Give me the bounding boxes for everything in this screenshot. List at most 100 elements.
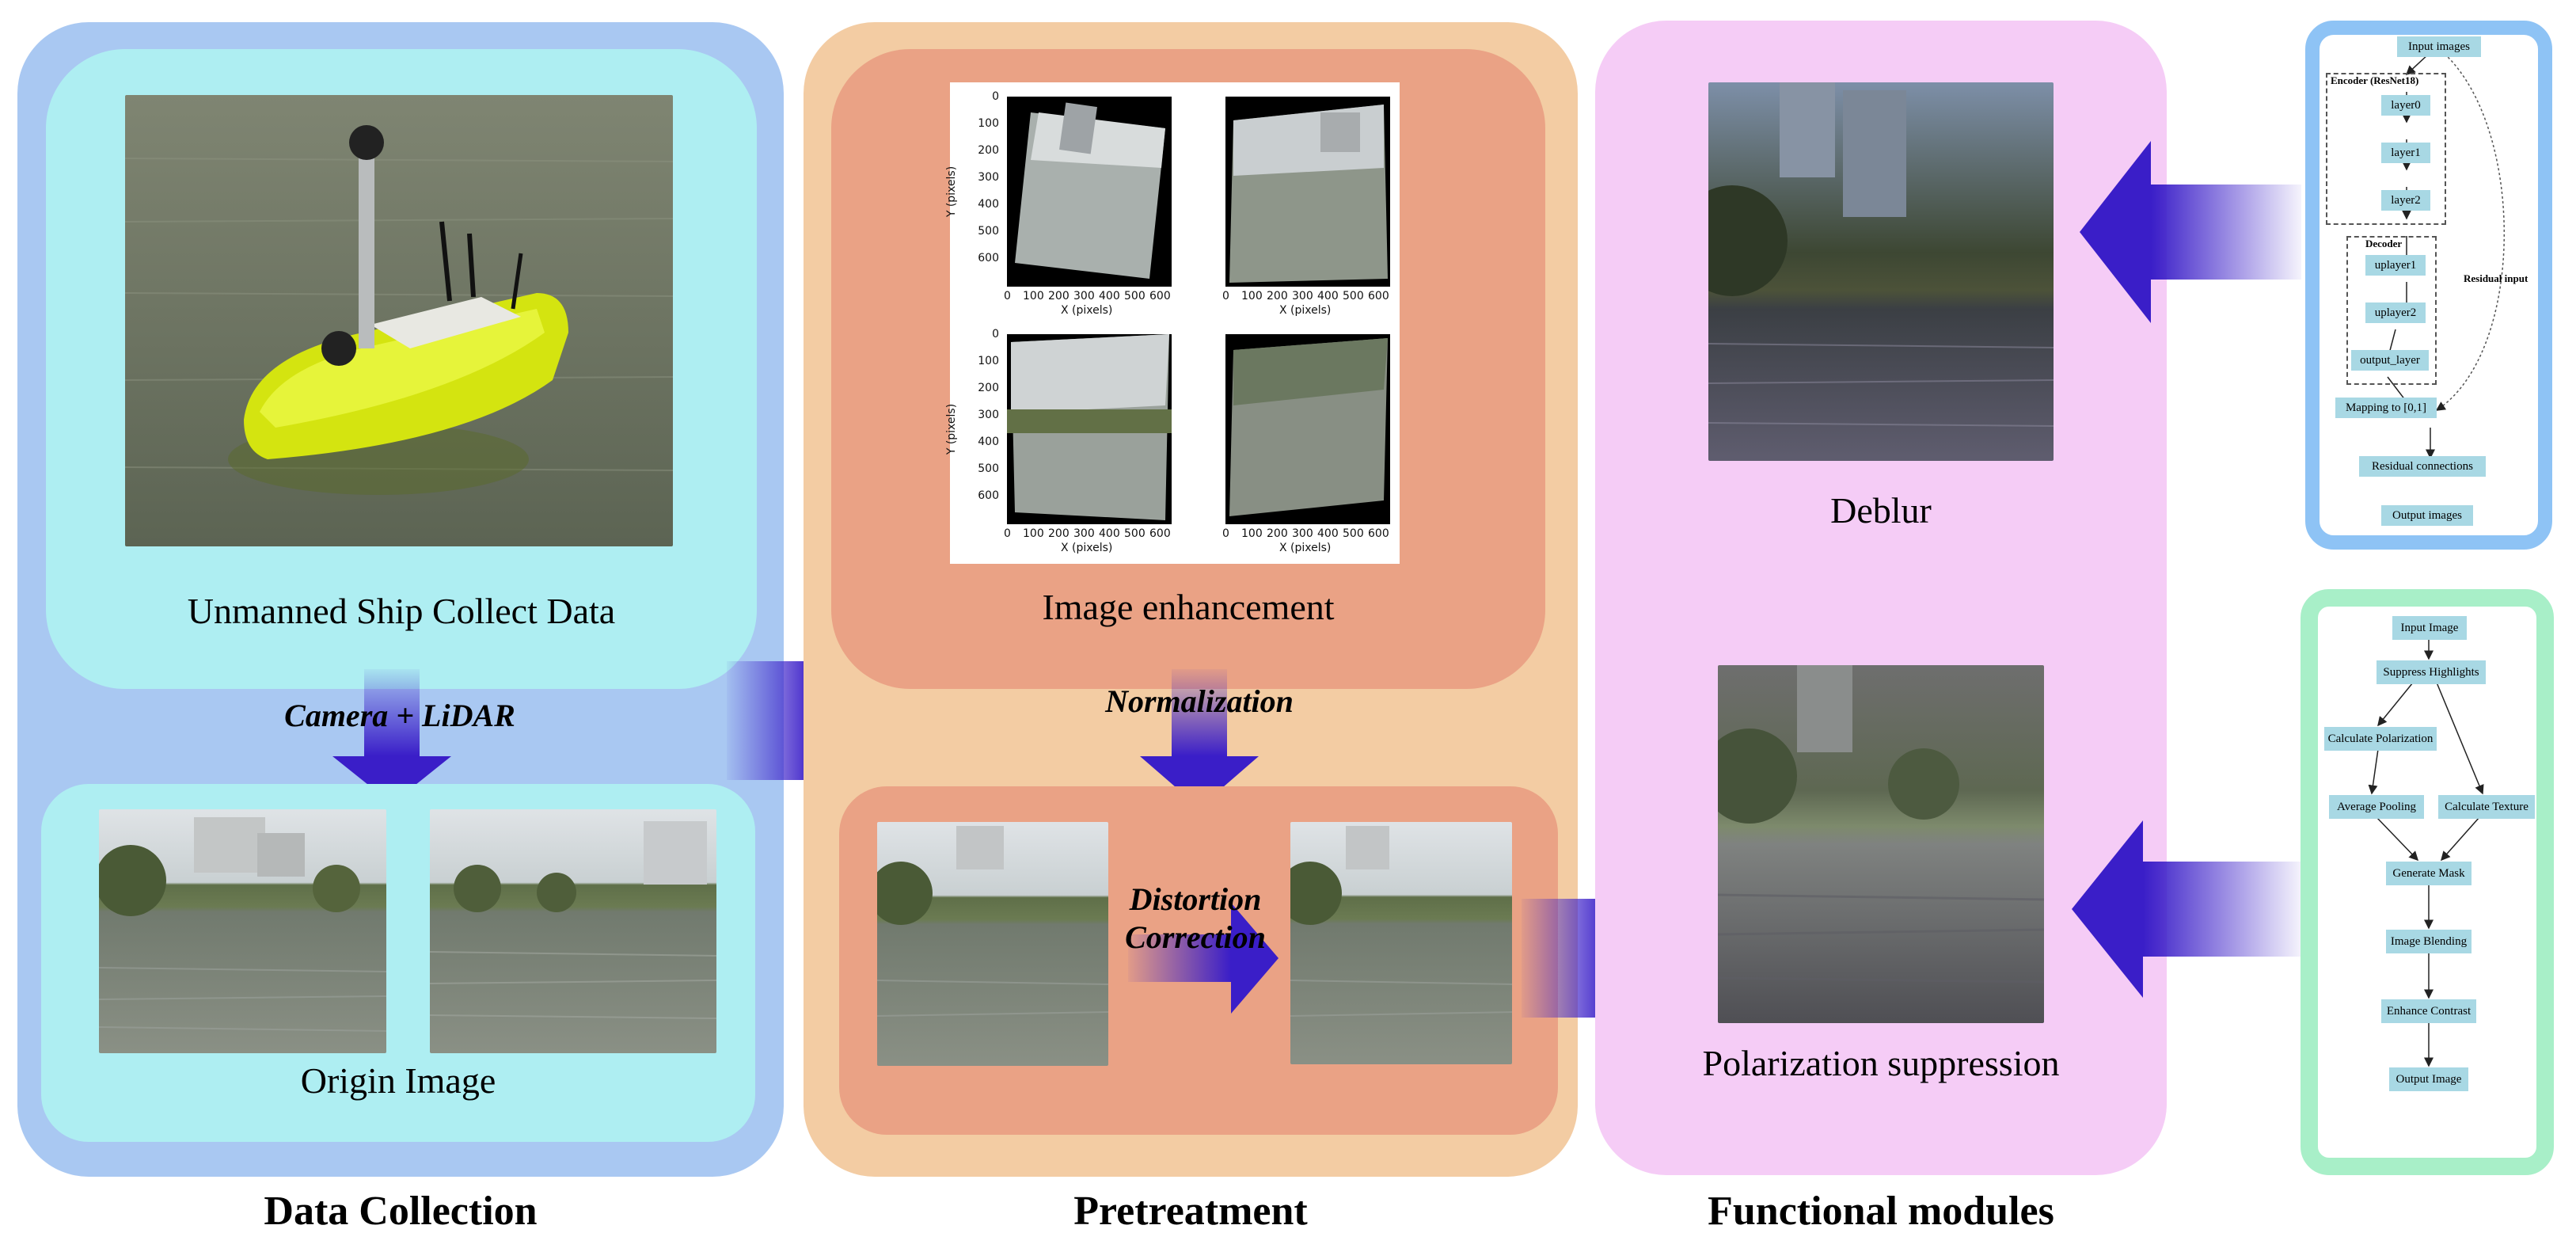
x-tick: 0 [1222, 527, 1229, 540]
layer2-node: layer2 [2381, 190, 2430, 211]
x-tick: 200 [1267, 290, 1288, 302]
y-tick: 100 [978, 117, 999, 130]
residual-connections-node: Residual connections [2359, 456, 2486, 477]
camera-lidar-arrow [332, 669, 451, 804]
enhancement-caption: Image enhancement [1042, 587, 1335, 627]
polar-flow-arrow [2072, 820, 2301, 998]
deblur-output-node: Output images [2381, 505, 2473, 526]
encoder-box [2326, 73, 2446, 225]
layer1-node: layer1 [2381, 143, 2430, 163]
plot-2 [1225, 97, 1390, 287]
layer0-node: layer0 [2381, 95, 2430, 116]
plot-4 [1225, 334, 1390, 524]
x-tick: 500 [1343, 290, 1364, 302]
x-tick: 200 [1048, 527, 1070, 540]
y-tick: 600 [978, 489, 999, 502]
y-tick: 200 [978, 382, 999, 394]
functional-modules-title: Functional modules [1708, 1189, 2054, 1234]
y-tick: 600 [978, 252, 999, 264]
ship-photo [125, 95, 673, 546]
x-tick: 600 [1368, 290, 1389, 302]
x-tick: 0 [1004, 527, 1011, 540]
x-tick: 600 [1368, 527, 1389, 540]
uplayer1-node: uplayer1 [2365, 255, 2426, 276]
x-tick: 100 [1023, 527, 1044, 540]
normalization-arrow [1140, 669, 1259, 808]
uplayer2-node: uplayer2 [2365, 302, 2426, 323]
y-tick: 100 [978, 355, 999, 367]
x-tick: 200 [1048, 290, 1070, 302]
normalization-label: Normalization [1105, 683, 1294, 719]
origin-caption: Origin Image [300, 1060, 496, 1101]
deblur-flow-arrow [2080, 141, 2301, 323]
y-tick: 400 [978, 436, 999, 448]
x-tick: 500 [1124, 527, 1146, 540]
image-blending-node: Image Blending [2386, 930, 2472, 953]
encoder-label: Encoder (ResNet18) [2331, 74, 2419, 86]
camera-lidar-label: Camera + LiDAR [284, 698, 515, 733]
y-tick: 200 [978, 144, 999, 157]
deblur-image [1708, 82, 2054, 461]
x-tick: 600 [1149, 290, 1171, 302]
deblur-input-node: Input images [2397, 36, 2481, 57]
x-tick: 0 [1222, 290, 1229, 302]
distortion-arrow [1128, 903, 1279, 1014]
decoder-label: Decoder [2365, 238, 2403, 249]
x-tick: 0 [1004, 290, 1011, 302]
distortion-label-line1: Distortion [1129, 881, 1262, 917]
corrected-image [1290, 822, 1512, 1064]
pretreatment-title: Pretreatment [1073, 1189, 1308, 1234]
deblur-flowchart: Input images Encoder (ResNet18) layer0 l… [2305, 21, 2552, 550]
polarization-image [1718, 665, 2044, 1023]
average-pooling-node: Average Pooling [2329, 795, 2424, 819]
y-tick: 0 [992, 328, 999, 341]
x-tick: 100 [1241, 290, 1263, 302]
x-tick: 300 [1292, 290, 1313, 302]
y-tick: 500 [978, 225, 999, 238]
x-tick: 100 [1241, 527, 1263, 540]
polar-input-node: Input Image [2392, 616, 2467, 640]
calc-texture-node: Calculate Texture [2438, 795, 2535, 819]
enhance-contrast-node: Enhance Contrast [2381, 999, 2476, 1023]
y-tick: 400 [978, 198, 999, 211]
origin-image-2 [430, 809, 716, 1053]
distorted-image [877, 822, 1108, 1066]
polar-flowchart: Input Image Suppress Highlights Calculat… [2301, 589, 2554, 1175]
residual-input-label: Residual input [2464, 272, 2529, 284]
x-tick: 300 [1292, 527, 1313, 540]
calc-polarization-node: Calculate Polarization [2324, 727, 2437, 751]
x-tick: 400 [1099, 527, 1120, 540]
x-axis-label: X (pixels) [1279, 304, 1332, 317]
y-tick: 300 [978, 171, 999, 184]
x-tick: 400 [1317, 290, 1339, 302]
origin-image-1 [99, 809, 386, 1053]
y-tick: 300 [978, 409, 999, 421]
plot-1 [1007, 97, 1172, 287]
x-tick: 200 [1267, 527, 1288, 540]
x-tick: 300 [1073, 527, 1095, 540]
x-tick: 600 [1149, 527, 1171, 540]
decoder-box [2346, 236, 2437, 385]
x-axis-label: X (pixels) [1061, 304, 1113, 317]
data-collection-title: Data Collection [264, 1189, 538, 1234]
x-tick: 300 [1073, 290, 1095, 302]
x-tick: 500 [1343, 527, 1364, 540]
mapping-node: Mapping to [0,1] [2335, 398, 2437, 418]
plot-3 [1007, 334, 1172, 524]
polarization-caption: Polarization suppression [1702, 1043, 2060, 1083]
x-tick: 400 [1317, 527, 1339, 540]
x-axis-label: X (pixels) [1061, 542, 1113, 554]
y-axis-label-bottom: Y (pixels) [945, 403, 959, 455]
suppress-highlights-node: Suppress Highlights [2377, 660, 2486, 684]
ship-caption: Unmanned Ship Collect Data [187, 591, 616, 631]
enhancement-figure: 0 100 200 300 400 500 600 0 100 200 300 … [945, 82, 1400, 564]
polar-output-node: Output Image [2389, 1067, 2468, 1091]
y-tick: 0 [992, 90, 999, 103]
generate-mask-node: Generate Mask [2386, 862, 2472, 885]
y-tick: 500 [978, 462, 999, 475]
x-tick: 500 [1124, 290, 1146, 302]
x-axis-label: X (pixels) [1279, 542, 1332, 554]
distortion-label-line2: Correction [1125, 919, 1266, 955]
deblur-caption: Deblur [1830, 490, 1932, 531]
x-tick: 400 [1099, 290, 1120, 302]
